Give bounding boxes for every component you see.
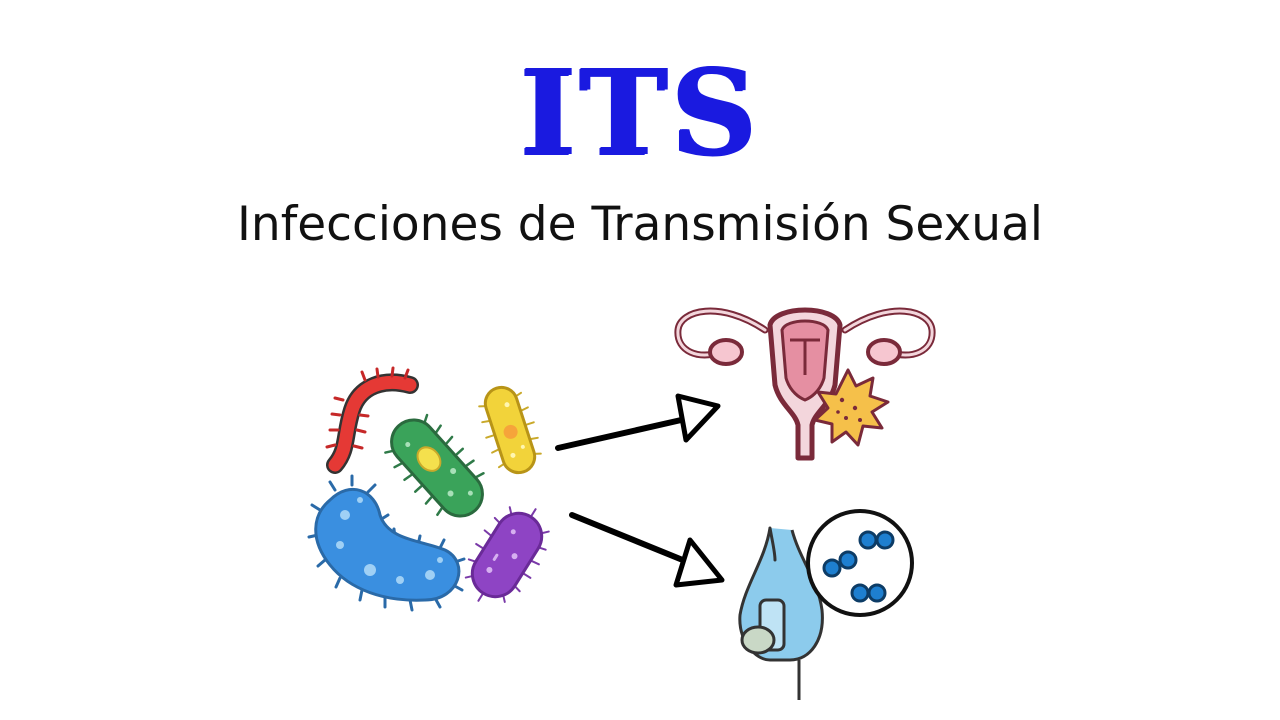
page-subtitle: Infecciones de Transmisión Sexual <box>237 197 1043 252</box>
blue-bacterium-icon <box>307 474 466 612</box>
arrow-up-right-icon <box>555 393 721 451</box>
purple-bacterium-icon <box>464 506 550 603</box>
cocci-bacteria-icon <box>806 509 914 617</box>
page-title: ITS <box>519 43 761 182</box>
yellow-bacterium-icon <box>478 385 542 475</box>
arrow-down-right-icon <box>569 512 725 588</box>
microorganisms-illustration <box>307 366 550 612</box>
red-worm-icon <box>325 366 419 474</box>
penis-infection-icon <box>738 526 824 700</box>
green-bacterium-icon <box>384 413 485 518</box>
uterus-infection-icon <box>674 307 936 461</box>
